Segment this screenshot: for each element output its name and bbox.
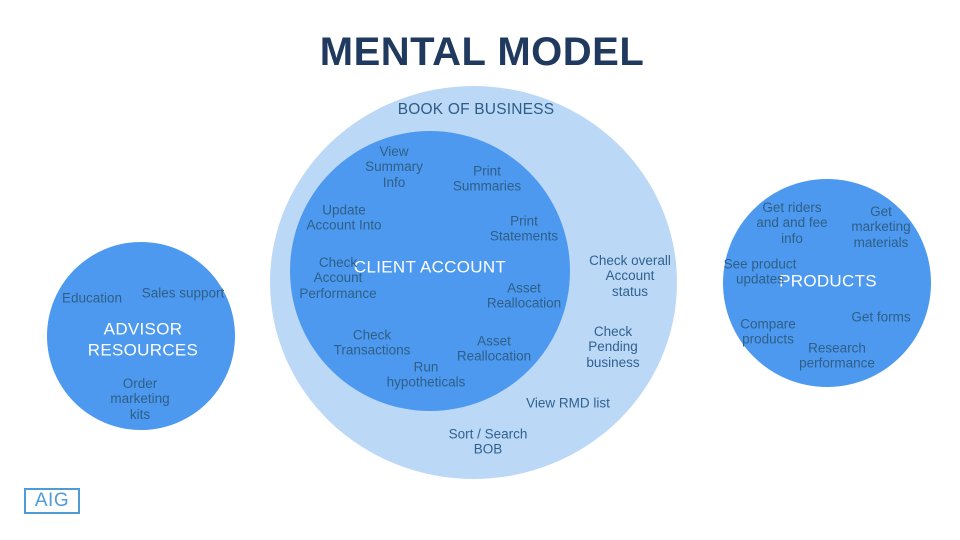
label-check-account-performance: Check Account Performance [299,254,377,301]
label-education: Education [61,290,123,306]
aig-logo: AIG [24,488,80,514]
label-run-hypotheticals: Run hypotheticals [386,359,466,390]
client-account-title: CLIENT ACCOUNT [353,257,507,277]
products-circle [723,179,931,387]
client-account-circle [290,131,570,411]
label-order-marketing-kits: Order marketing kits [110,375,170,422]
page-title: MENTAL MODEL [319,30,645,74]
products-title: PRODUCTS [779,271,877,291]
aig-logo-text: AIG [34,490,70,511]
label-sales-support: Sales support [141,285,225,301]
label-get-forms: Get forms [851,309,911,325]
book-of-business-title: BOOK OF BUSINESS [397,101,555,119]
label-check-transactions: Check Transactions [333,327,411,358]
label-research-performance: Research performance [799,340,875,371]
label-see-product-updates: See product updates [723,256,797,287]
label-asset-reallocation-1: Asset Reallocation [486,280,562,311]
label-sort-search-bob: Sort / Search BOB [448,426,528,457]
label-update-account-into: Update Account Into [306,202,382,233]
label-get-riders-and-fee-info: Get riders and and fee info [756,199,828,246]
advisor-resources-circle [47,242,235,430]
label-compare-products: Compare products [740,316,796,347]
label-print-summaries: Print Summaries [452,163,522,194]
label-asset-reallocation-2: Asset Reallocation [456,333,532,364]
advisor-resources-title: ADVISOR RESOURCES [87,319,199,359]
label-print-statements: Print Statements [489,213,559,244]
label-view-summary-info: View Summary Info [365,143,423,190]
label-check-overall-account-status: Check overall Account status [589,252,671,299]
label-check-pending-business: Check Pending business [586,323,640,370]
label-get-marketing-materials: Get marketing materials [851,203,911,250]
label-view-rmd-list: View RMD list [526,395,610,411]
